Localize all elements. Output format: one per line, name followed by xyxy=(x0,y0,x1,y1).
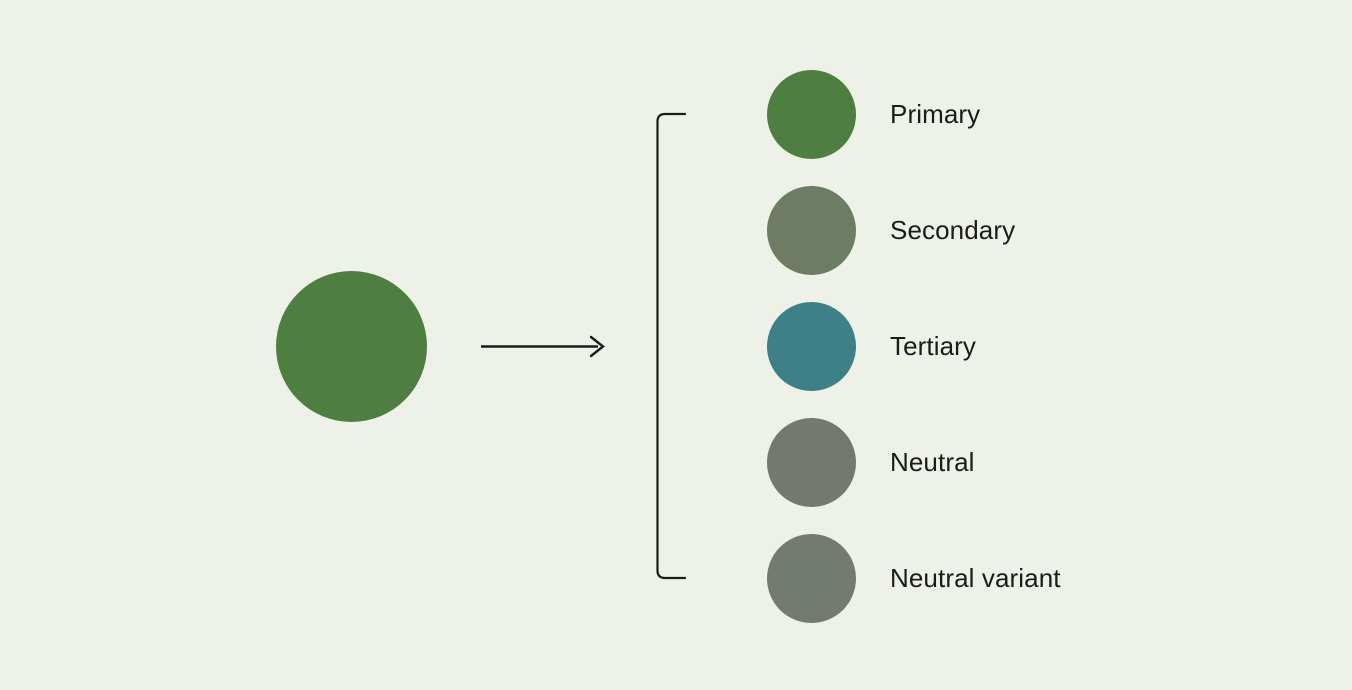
color-role-label: Tertiary xyxy=(890,331,977,361)
source-color-swatch xyxy=(276,271,427,422)
color-role-label: Primary xyxy=(890,99,981,129)
color-swatch-icon xyxy=(767,70,856,159)
color-role-label: Neutral xyxy=(890,447,975,477)
color-swatch-icon xyxy=(767,534,856,623)
color-swatch-icon xyxy=(767,302,856,391)
color-role-row: Primary xyxy=(767,70,1227,186)
color-swatch-icon xyxy=(767,186,856,275)
color-role-label: Neutral variant xyxy=(890,563,1061,593)
arrow-right-icon xyxy=(481,335,605,358)
color-role-row: Neutral xyxy=(767,418,1227,534)
color-role-row: Secondary xyxy=(767,186,1227,302)
left-brace-bracket-icon xyxy=(656,112,687,580)
color-role-row: Tertiary xyxy=(767,302,1227,418)
color-swatch-icon xyxy=(767,418,856,507)
color-roles-list: Primary Secondary Tertiary Neutral Neutr… xyxy=(767,70,1227,650)
color-role-label: Secondary xyxy=(890,215,1016,245)
color-role-row: Neutral variant xyxy=(767,534,1227,650)
